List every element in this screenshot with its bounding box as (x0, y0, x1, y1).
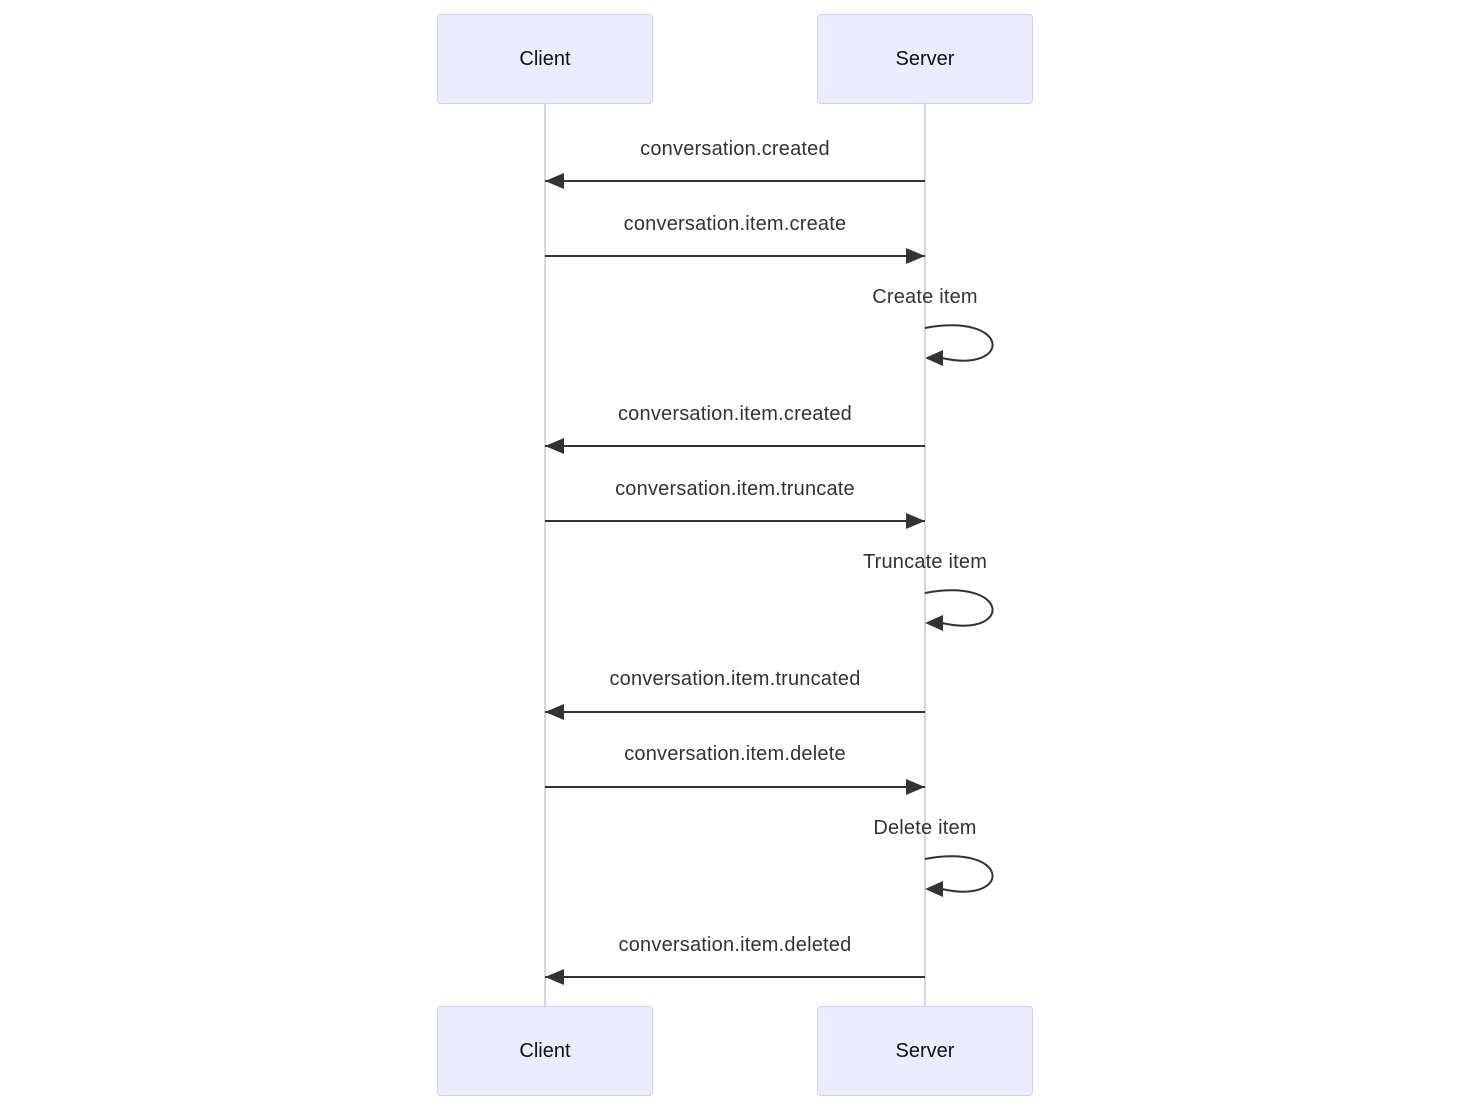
arrowhead-right-icon (906, 779, 925, 795)
message-arrow-right (545, 779, 925, 795)
message-label: conversation.item.truncate (615, 478, 855, 500)
arrowhead-left-icon (925, 350, 943, 366)
arrowhead-left-icon (925, 881, 943, 897)
message-label: conversation.item.truncated (609, 668, 861, 690)
self-loop-label: Create item (872, 286, 978, 308)
self-loop-arrow (924, 855, 994, 897)
self-loop-label: Truncate item (862, 551, 988, 573)
self-loop-curve (924, 589, 994, 627)
lifeline-server (924, 104, 926, 1006)
message-label: conversation.created (640, 138, 830, 160)
actor-box-client-top: Client (437, 14, 653, 104)
message-label: conversation.item.delete (624, 743, 846, 765)
arrow-line (545, 976, 925, 978)
actor-label-client: Client (519, 47, 571, 70)
arrow-line (545, 445, 925, 447)
arrowhead-left-icon (545, 704, 564, 720)
arrow-line (545, 255, 925, 257)
message-arrow-left (545, 969, 925, 985)
arrow-line (545, 711, 925, 713)
self-loop-curve (924, 324, 994, 362)
message-arrow-right (545, 513, 925, 529)
message-arrow-left (545, 438, 925, 454)
message-arrow-left (545, 704, 925, 720)
self-loop-curve (924, 855, 994, 893)
message-arrow-left (545, 173, 925, 189)
lifeline-client (544, 104, 546, 1006)
message-arrow-right (545, 248, 925, 264)
message-label: conversation.item.create (623, 213, 847, 235)
arrow-line (545, 786, 925, 788)
arrowhead-right-icon (906, 513, 925, 529)
arrowhead-left-icon (545, 438, 564, 454)
self-loop-arrow (924, 324, 994, 366)
actor-label-server: Server (895, 1039, 955, 1062)
self-loop-arrow (924, 589, 994, 631)
self-loop-label: Delete item (873, 817, 977, 839)
actor-label-server: Server (895, 47, 955, 70)
arrow-line (545, 180, 925, 182)
actor-box-server-bottom: Server (817, 1006, 1033, 1096)
arrowhead-right-icon (906, 248, 925, 264)
actor-box-client-bottom: Client (437, 1006, 653, 1096)
arrowhead-left-icon (925, 615, 943, 631)
arrowhead-left-icon (545, 173, 564, 189)
actor-box-server-top: Server (817, 14, 1033, 104)
arrowhead-left-icon (545, 969, 564, 985)
message-label: conversation.item.created (617, 403, 852, 425)
arrow-line (545, 520, 925, 522)
actor-label-client: Client (519, 1039, 571, 1062)
message-label: conversation.item.deleted (618, 934, 852, 956)
